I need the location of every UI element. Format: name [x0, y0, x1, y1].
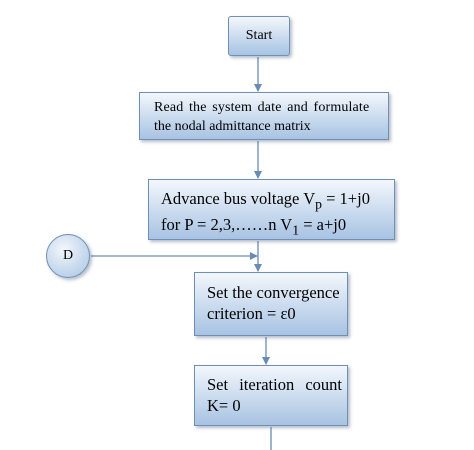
start-box: Start: [228, 16, 290, 56]
advance-step-line-1: Advance bus voltage Vp = 1+j0: [161, 188, 394, 214]
advance-step-line-2-prefix: for P = 2,3,……n V: [161, 215, 293, 235]
advance-step-line-1-suffix: = 1+j0: [322, 189, 370, 208]
advance-step-line-2-subscript: 1: [292, 222, 300, 238]
read-step-line-1: Read the system date and formulate: [154, 100, 370, 115]
convergence-step-line-1: Set the convergence: [207, 283, 340, 302]
connector-d-label: D: [62, 248, 74, 263]
advance-step-line-1-prefix: Advance bus voltage V: [161, 189, 316, 208]
advance-step-line-1-subscript: p: [315, 196, 322, 212]
iteration-count-box: Set iteration count K= 0: [194, 365, 348, 426]
iteration-step-line-1: Set iteration count: [207, 375, 342, 394]
read-system-data-box: Read the system date and formulate the n…: [139, 92, 389, 140]
convergence-criterion-box: Set the convergence criterion = ε0: [194, 272, 348, 336]
start-label: Start: [245, 28, 273, 43]
iteration-step-line-2: K= 0: [207, 396, 241, 415]
advance-bus-voltage-box: Advance bus voltage Vp = 1+j0 for P = 2,…: [148, 179, 395, 240]
advance-step-line-2-suffix: = a+j0: [299, 215, 347, 235]
connector-d-circle: D: [46, 234, 90, 278]
read-step-line-2: the nodal admittance matrix: [154, 119, 311, 134]
advance-step-line-2: for P = 2,3,……n V1 = a+j0: [161, 214, 394, 240]
convergence-step-line-2: criterion = ε0: [207, 304, 296, 323]
